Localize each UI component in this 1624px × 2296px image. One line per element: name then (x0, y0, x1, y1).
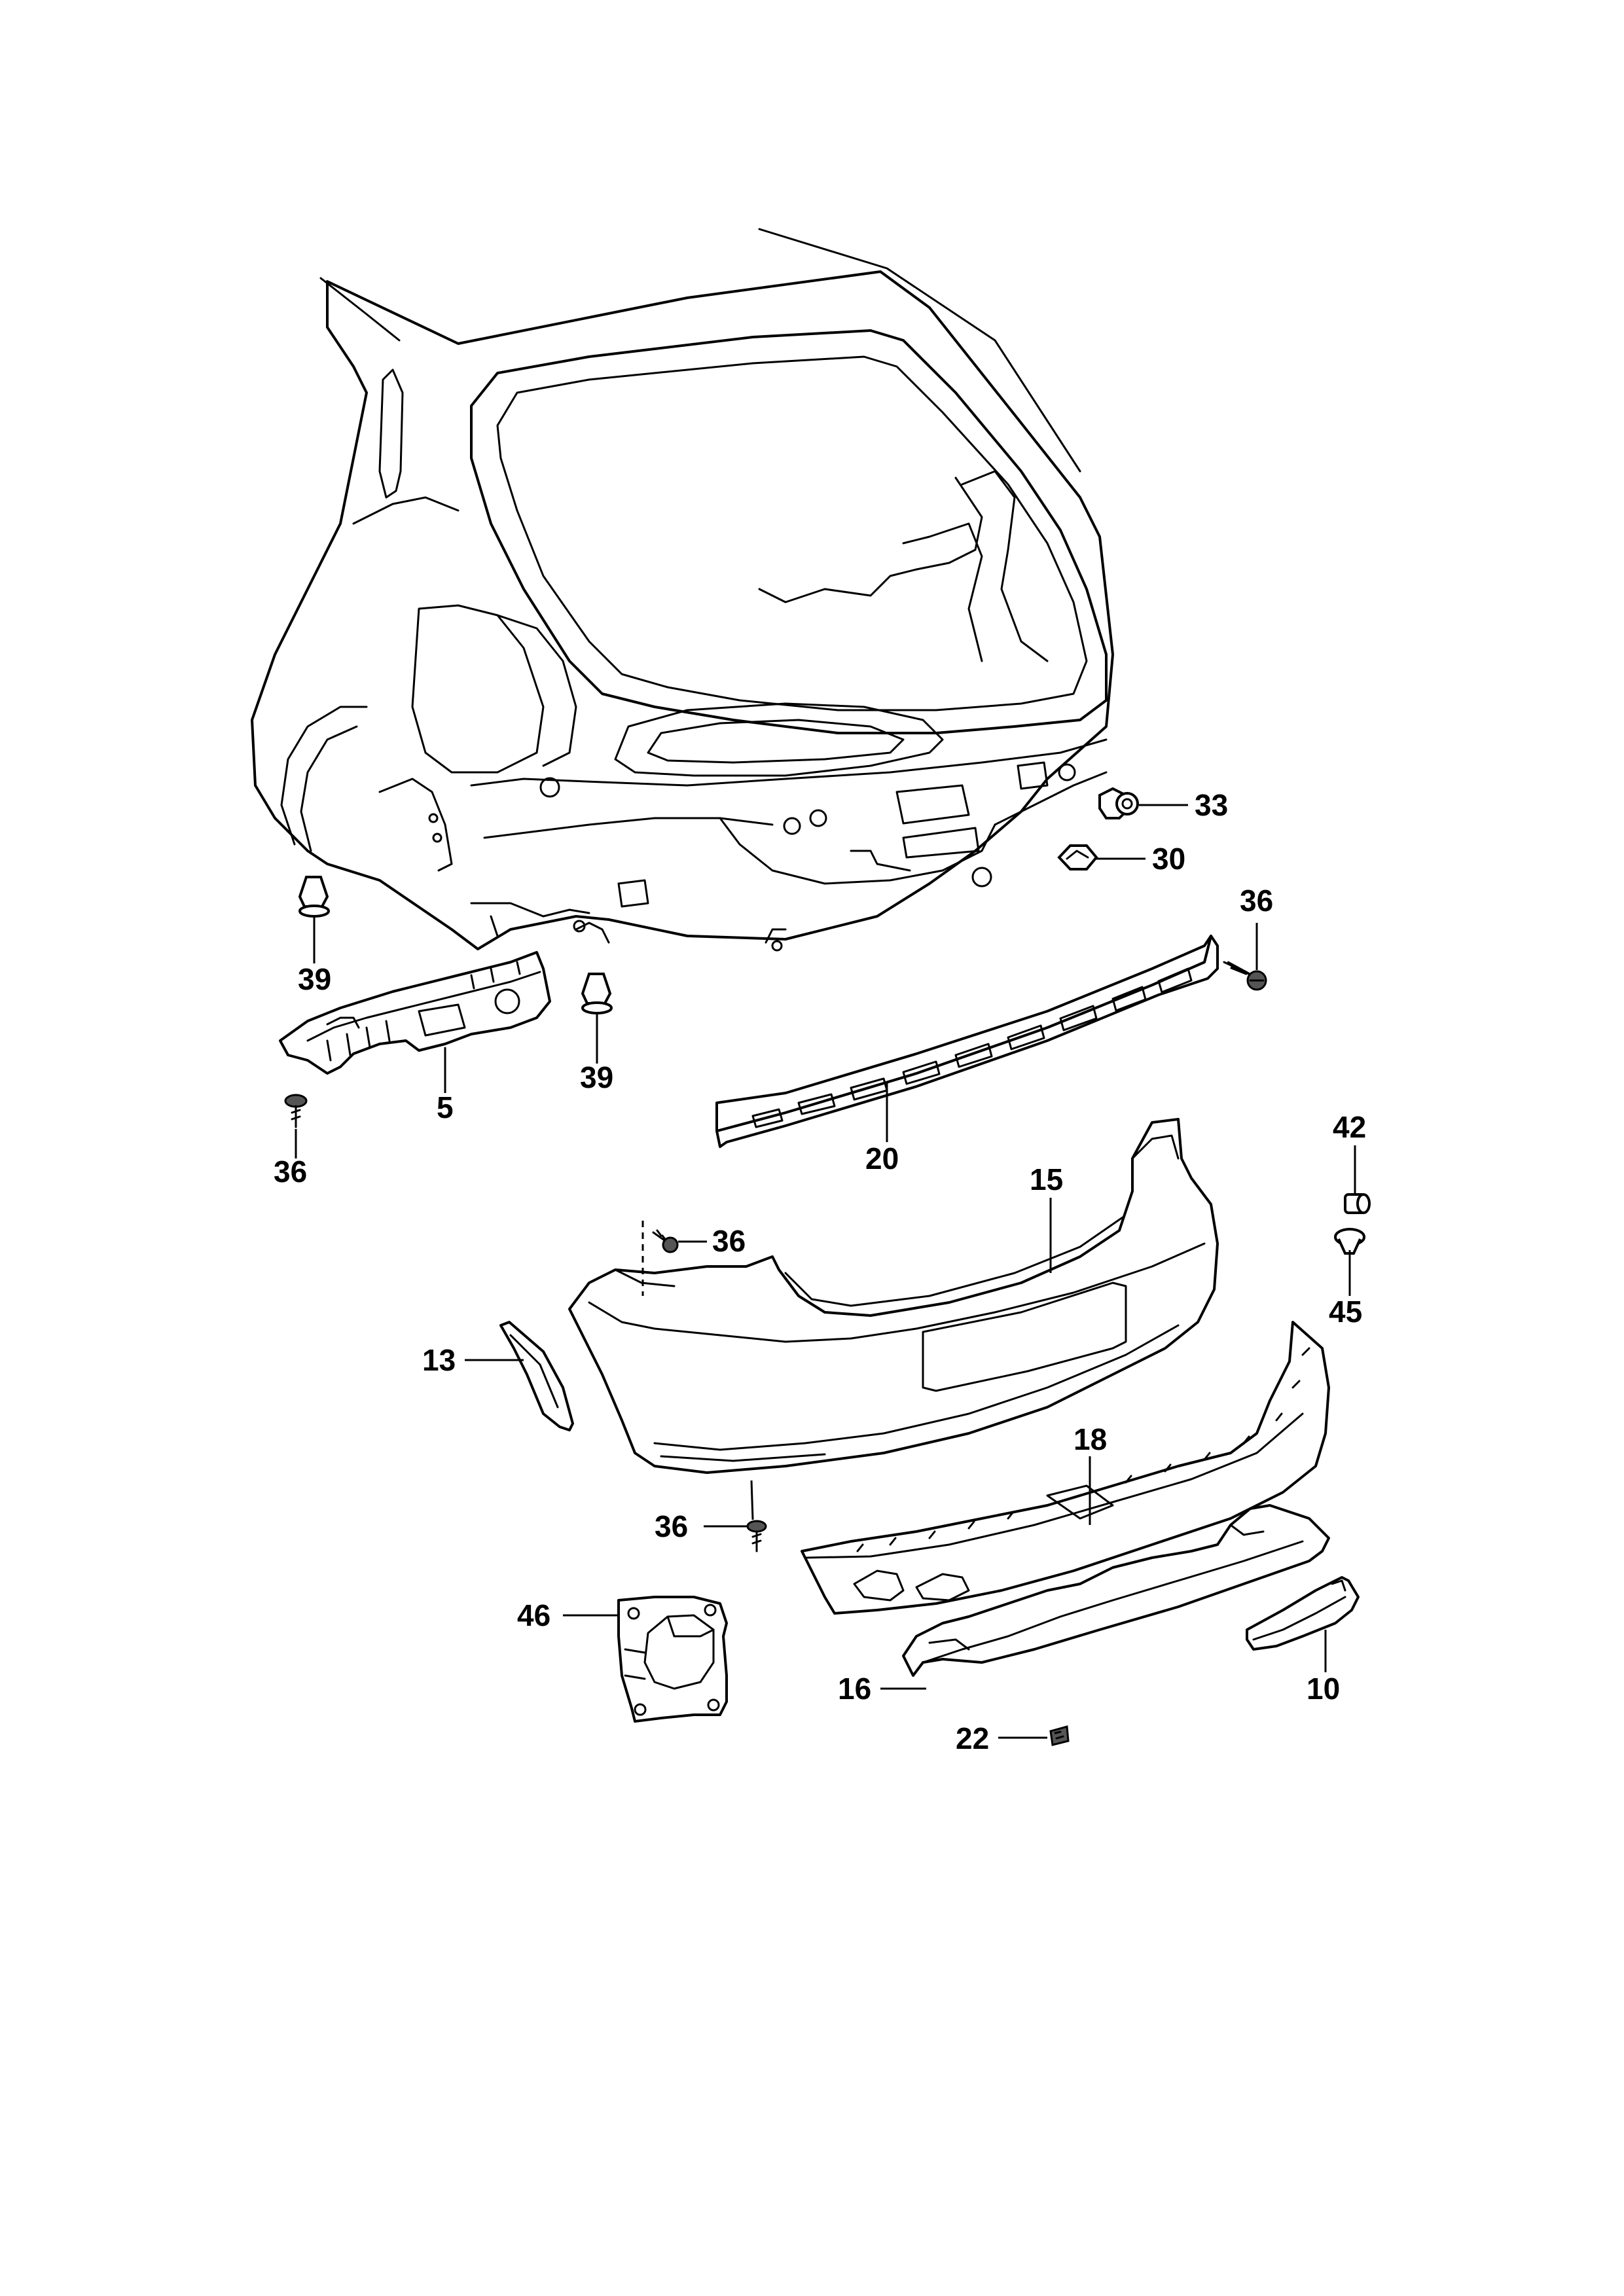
part-18-lower-diffuser (801, 1321, 1330, 1615)
part-36-screw-left (284, 1094, 308, 1128)
callout-45: 45 (1329, 1295, 1362, 1329)
callout-labels: 33 30 36 39 5 36 39 20 42 15 36 45 13 18… (274, 788, 1366, 1755)
callout-39-left: 39 (298, 962, 331, 996)
part-33-clip-fastener (1098, 787, 1139, 819)
callout-39-center: 39 (580, 1060, 613, 1094)
callout-33: 33 (1195, 788, 1228, 822)
callout-10: 10 (1307, 1672, 1340, 1706)
callout-18: 18 (1074, 1422, 1107, 1456)
part-13-side-cover-trim (499, 1321, 574, 1431)
callout-36-top-right: 36 (1240, 884, 1273, 918)
part-45-plug (1334, 1228, 1365, 1255)
part-5-left-side-bracket (279, 951, 551, 1075)
part-20-bumper-reinforcement (715, 935, 1219, 1148)
part-36-screw-bumper-top (652, 1229, 679, 1253)
callout-13: 13 (422, 1343, 456, 1377)
callout-36-left: 36 (274, 1155, 307, 1189)
part-15-rear-bumper-cover (568, 1118, 1219, 1474)
part-30-nut (1057, 844, 1098, 870)
callout-36-bumper-bottom: 36 (655, 1509, 688, 1543)
callout-22: 22 (956, 1721, 989, 1755)
part-16-under-shield (902, 1504, 1330, 1677)
callout-46: 46 (517, 1598, 550, 1632)
callout-15: 15 (1030, 1162, 1063, 1196)
part-39-push-clip-center (581, 973, 613, 1014)
callout-42: 42 (1333, 1110, 1366, 1144)
part-42-grommet (1344, 1193, 1371, 1214)
part-36-screw-bumper-bottom (746, 1520, 767, 1552)
callout-30: 30 (1152, 842, 1185, 876)
callout-20: 20 (865, 1141, 899, 1175)
part-10-small-cover (1246, 1576, 1360, 1651)
callout-16: 16 (838, 1672, 871, 1706)
callout-5: 5 (437, 1090, 454, 1124)
part-46-bracket (617, 1596, 728, 1723)
vehicle-rear-body (251, 228, 1114, 952)
callout-36-bumper-top: 36 (712, 1224, 746, 1258)
part-36-screw-top-right (1223, 961, 1267, 991)
part-22-clip-small (1049, 1725, 1070, 1746)
part-39-push-clip-left (298, 876, 330, 918)
leader-lines (295, 804, 1356, 1739)
